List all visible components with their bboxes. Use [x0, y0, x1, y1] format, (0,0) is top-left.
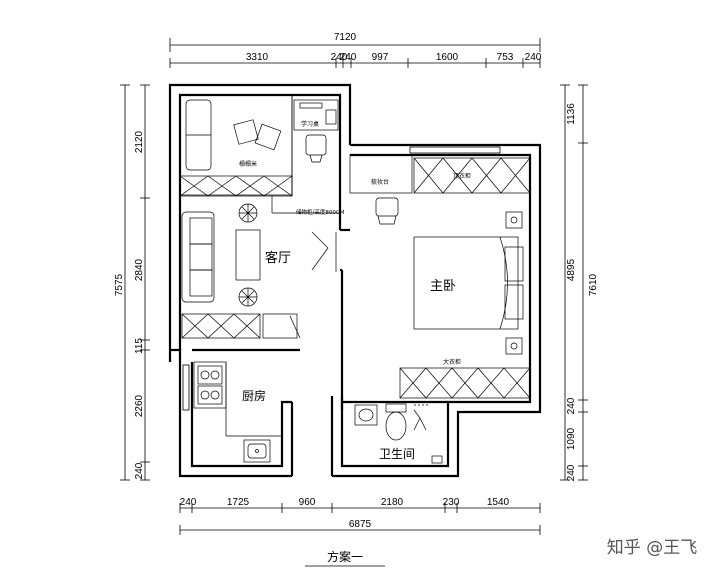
- living-room-furniture: [181, 196, 340, 339]
- bottom-dim-5: 230: [443, 497, 460, 508]
- top-dim-7: 240: [525, 52, 542, 63]
- watermark: 知乎 @王飞: [607, 538, 697, 558]
- top-dim-2: 240: [331, 52, 348, 63]
- wardrobe-label: 大衣柜: [443, 358, 461, 366]
- right-dim-3: 240: [566, 397, 577, 414]
- left-total-dim: 7575: [114, 273, 125, 296]
- storage-cabinet-label: 储物柜/高度800CM: [296, 208, 345, 216]
- right-dim-1: 1136: [566, 103, 577, 125]
- wardrobe-top-label: 顶衣柜: [453, 172, 471, 180]
- room-label-bathroom: 卫生间: [379, 447, 415, 461]
- right-dim-5: 240: [566, 464, 577, 481]
- left-dim-3: 115: [134, 338, 145, 354]
- bottom-dim-1: 240: [180, 497, 197, 508]
- right-total-dim: 7610: [588, 273, 599, 296]
- bottom-dimension-line: [179, 503, 541, 535]
- dressing-table-label: 梳妆台: [371, 178, 389, 186]
- left-dim-5: 240: [134, 462, 145, 479]
- bottom-dim-3: 960: [299, 497, 316, 508]
- bottom-dim-2: 1725: [227, 497, 250, 508]
- room-label-living: 客厅: [265, 250, 291, 266]
- top-dimension-line: [169, 38, 541, 68]
- top-dim-1: 3310: [246, 52, 269, 63]
- room-label-master-bedroom: 主卧: [430, 279, 456, 294]
- right-dim-2: 4895: [566, 258, 577, 281]
- top-dim-6: 753: [497, 52, 514, 63]
- room-label-kitchen: 厨房: [242, 388, 266, 403]
- bottom-dim-4: 2180: [381, 497, 404, 508]
- right-dim-4: 1090: [566, 427, 577, 450]
- bottom-total-dim: 6875: [349, 519, 372, 530]
- kitchen-furniture: [193, 361, 282, 463]
- top-dim-4: 997: [372, 52, 389, 63]
- study-desk: [293, 99, 339, 163]
- tatami-area: [179, 94, 293, 197]
- bathroom-fixtures: [354, 403, 443, 464]
- study-desk-label: 学习桌: [301, 120, 319, 128]
- left-dim-2: 2840: [134, 258, 145, 281]
- master-bedroom-furniture: [349, 154, 531, 399]
- left-dim-4: 2260: [134, 394, 145, 417]
- top-total-dim: 7120: [334, 32, 357, 43]
- top-dim-3: 240: [340, 52, 357, 63]
- right-dimension-line: [560, 84, 588, 481]
- top-dim-5: 1600: [436, 52, 459, 63]
- bottom-dim-6: 1540: [487, 497, 510, 508]
- tatami-label: 榻榻米: [239, 160, 257, 168]
- left-dimension-line: [120, 84, 150, 481]
- plan-caption: 方案一: [327, 549, 363, 564]
- left-dim-1: 2120: [134, 130, 145, 153]
